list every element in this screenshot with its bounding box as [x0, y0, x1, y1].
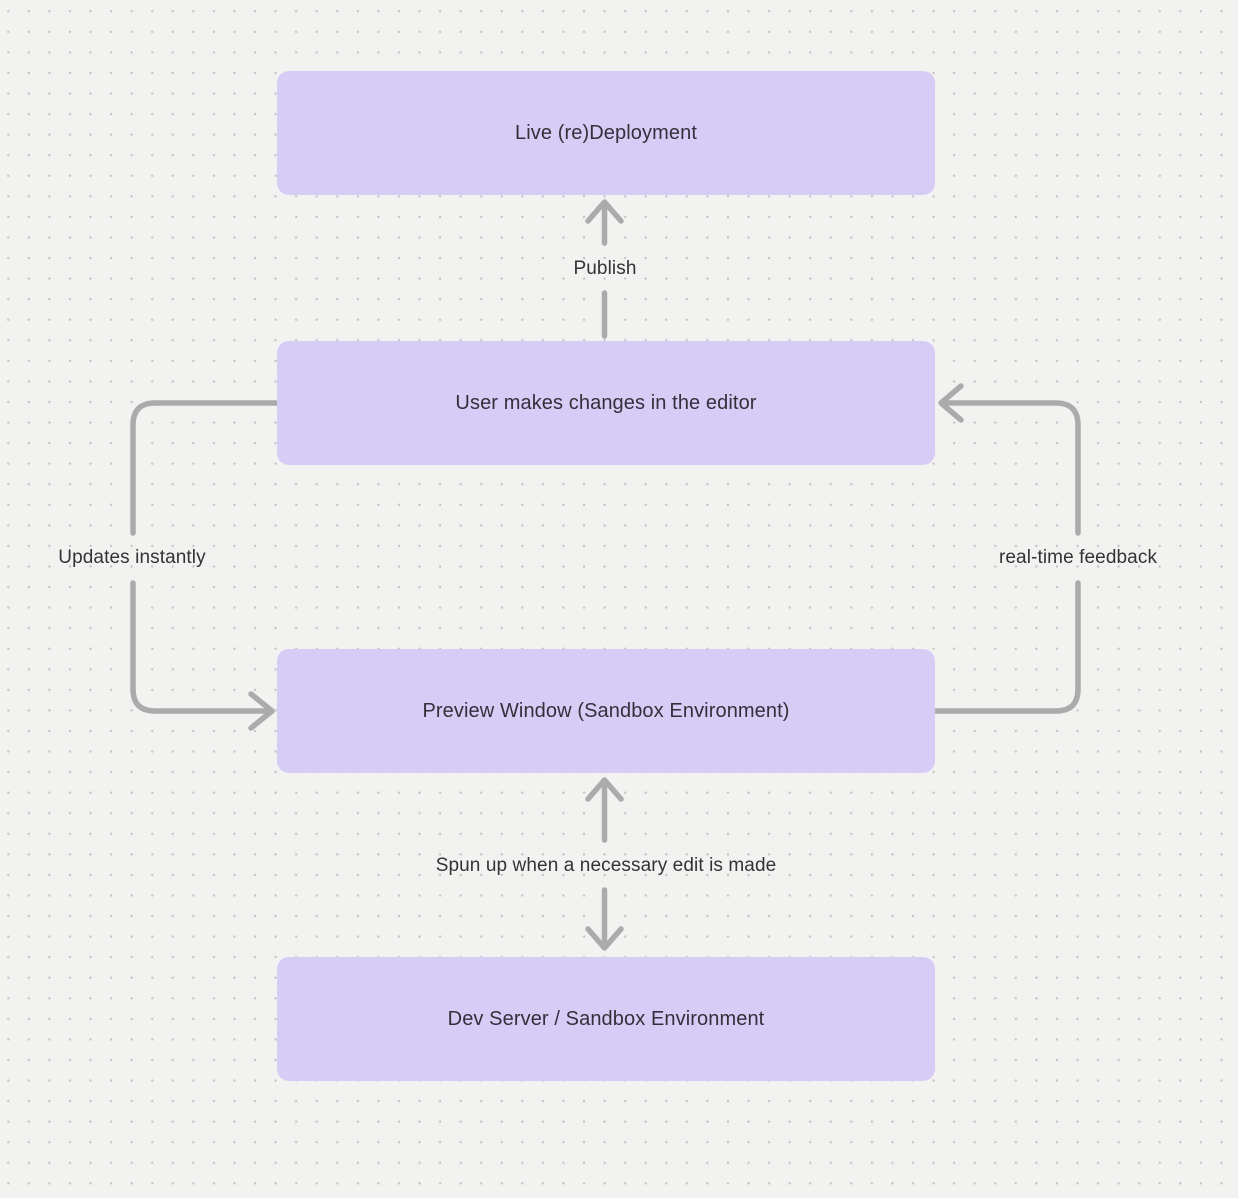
edge-updates-instantly-upper[interactable]: [130, 400, 280, 536]
node-user-changes[interactable]: User makes changes in the editor: [277, 341, 935, 465]
node-dev-server-label: Dev Server / Sandbox Environment: [447, 1007, 765, 1030]
edge-label-spun-up[interactable]: Spun up when a necessary edit is made: [435, 855, 777, 876]
edge-publish: [585, 199, 624, 339]
node-live-redeployment-label: Live (re)Deployment: [515, 121, 697, 144]
edge-spun-up: [585, 777, 624, 951]
edge-updates-instantly-arrowhead-right-icon[interactable]: [248, 691, 275, 731]
node-preview-window-label: Preview Window (Sandbox Environment): [422, 699, 790, 722]
edge-label-publish[interactable]: Publish: [573, 258, 637, 279]
edge-publish-arrowhead-up-icon[interactable]: [585, 199, 624, 224]
node-dev-server[interactable]: Dev Server / Sandbox Environment: [277, 957, 935, 1081]
edge-updates-instantly: [130, 400, 280, 731]
edge-label-updates-instantly[interactable]: Updates instantly: [58, 547, 206, 568]
edge-label-real-time-feedback[interactable]: real-time feedback: [998, 547, 1158, 568]
node-preview-window[interactable]: Preview Window (Sandbox Environment): [277, 649, 935, 773]
edge-spun-up-arrowhead-up-icon[interactable]: [585, 777, 624, 802]
edge-updates-instantly-lower[interactable]: [130, 580, 269, 714]
edge-real-time-feedback-upper[interactable]: [943, 400, 1081, 536]
edge-spun-up-arrowhead-down-icon[interactable]: [585, 926, 624, 951]
edge-real-time-feedback-arrowhead-left-icon[interactable]: [938, 383, 964, 423]
node-user-changes-label: User makes changes in the editor: [455, 391, 757, 414]
edge-real-time-feedback-lower[interactable]: [932, 580, 1081, 714]
edge-real-time-feedback: [932, 383, 1081, 714]
node-live-redeployment[interactable]: Live (re)Deployment: [277, 71, 935, 195]
